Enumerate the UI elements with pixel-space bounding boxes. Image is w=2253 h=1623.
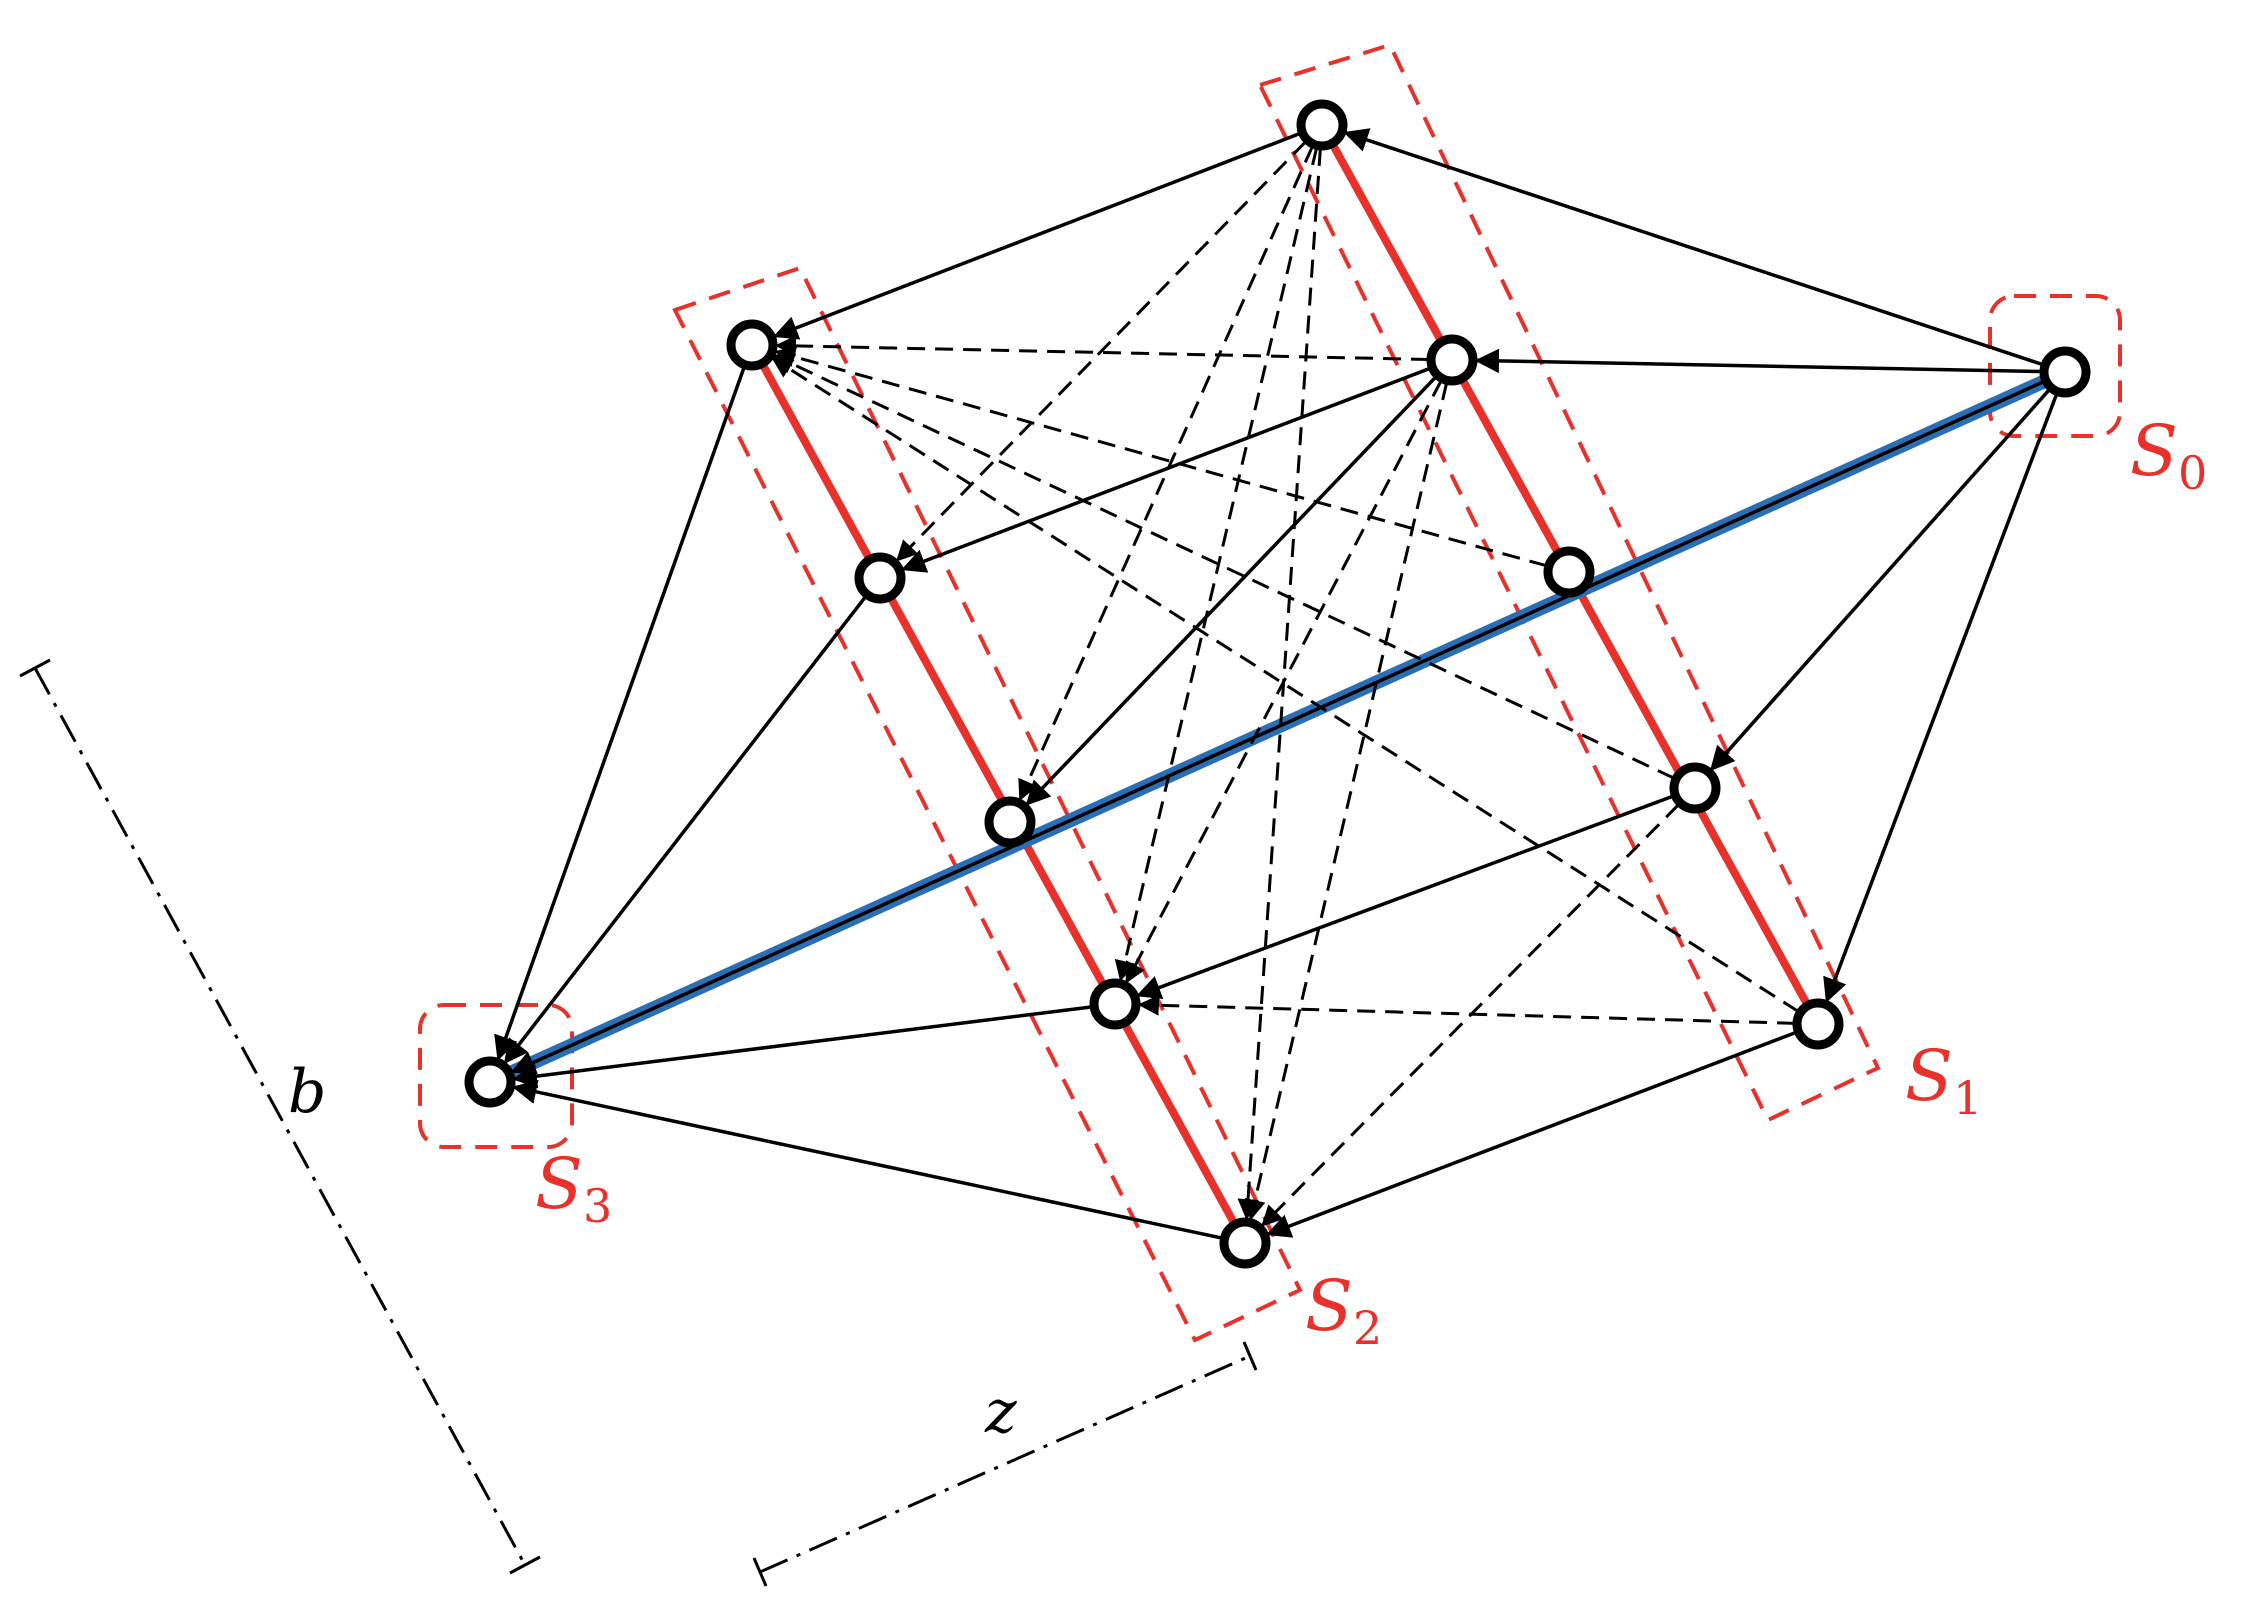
- edge-dashed-a4-b1: [772, 354, 1675, 780]
- nodes: [464, 99, 2091, 1269]
- node-a4: [1669, 762, 1721, 814]
- set-label-s1: S1: [1905, 1035, 1982, 1125]
- edge-solid-a2-b2: [901, 366, 1432, 573]
- edge-dashed-a3-b1: [774, 346, 1548, 568]
- edge-dashed-a1-b3: [1018, 145, 1314, 802]
- node-b4: [1089, 978, 1141, 1030]
- node-s3: [464, 1056, 516, 1108]
- dimension-tick-z-left: [752, 1557, 768, 1587]
- edge-solid-s0-a2: [1474, 348, 2043, 374]
- node-a2: [1426, 334, 1478, 386]
- spine-s2: [748, 341, 1249, 1247]
- node-b1: [726, 319, 778, 371]
- dimension-lines: [19, 658, 1258, 1587]
- set-box-s2: [672, 265, 1303, 1343]
- edge-dashed-a5-b1: [771, 357, 1800, 1013]
- edge-solid-a2-b3: [1025, 375, 1438, 806]
- set-label-s0: S0: [2130, 410, 2207, 500]
- dimension-line-z: [759, 1354, 1251, 1574]
- edge-solid-b5-s3: [512, 1079, 1223, 1240]
- edge-solid-a4-b4: [1136, 794, 1675, 1000]
- edge-solid-b4-s3: [512, 1005, 1093, 1089]
- edge-solid-a1-b1: [773, 131, 1302, 340]
- dashed-edges: [771, 140, 1800, 1227]
- set-boxes: [418, 42, 2122, 1343]
- set-label-s2: S2: [1305, 1265, 1382, 1355]
- node-b3: [984, 796, 1036, 848]
- node-a5: [1792, 998, 1844, 1050]
- dimension-label-z: z: [984, 1377, 1017, 1447]
- node-a3: [1543, 546, 1595, 598]
- dimension-tick-z-right: [1242, 1341, 1258, 1371]
- solid-edges: [494, 128, 2059, 1240]
- set-box-s3: [418, 1003, 574, 1149]
- edge-dashed-a1-b2: [895, 140, 1308, 562]
- edge-solid-s0-a4: [1709, 388, 2052, 772]
- edge-dashed-a5-b4: [1137, 994, 1796, 1025]
- edge-dashed-a2-b4: [1125, 379, 1443, 984]
- node-b2: [854, 552, 906, 604]
- edge-dashed-a1-b4: [1114, 147, 1319, 982]
- edge-dashed-a2-b1: [774, 335, 1430, 362]
- edge-solid-s0-a1: [1343, 128, 2044, 367]
- dimension-tick-b-top: [19, 658, 51, 678]
- dimension-tick-b-bottom: [509, 1555, 541, 1575]
- edge-solid-b2-s3: [503, 595, 868, 1065]
- set-label-s3: S3: [535, 1143, 612, 1233]
- edge-solid-b1-s3: [494, 366, 746, 1061]
- node-a1: [1296, 99, 1348, 151]
- node-b5: [1219, 1217, 1271, 1269]
- node-s0: [2039, 346, 2091, 398]
- dimension-label-b: b: [288, 1057, 326, 1127]
- set-box-s1: [1257, 42, 1881, 1123]
- dimension-line-b: [33, 667, 527, 1566]
- edge-dashed-a2-b5: [1244, 382, 1449, 1221]
- edge-solid-s0-a5: [1823, 392, 2059, 1003]
- edge-solid-s0-s3: [510, 379, 2045, 1074]
- edge-solid-a5-b5: [1266, 1030, 1798, 1238]
- set-box-s0: [1988, 294, 2122, 438]
